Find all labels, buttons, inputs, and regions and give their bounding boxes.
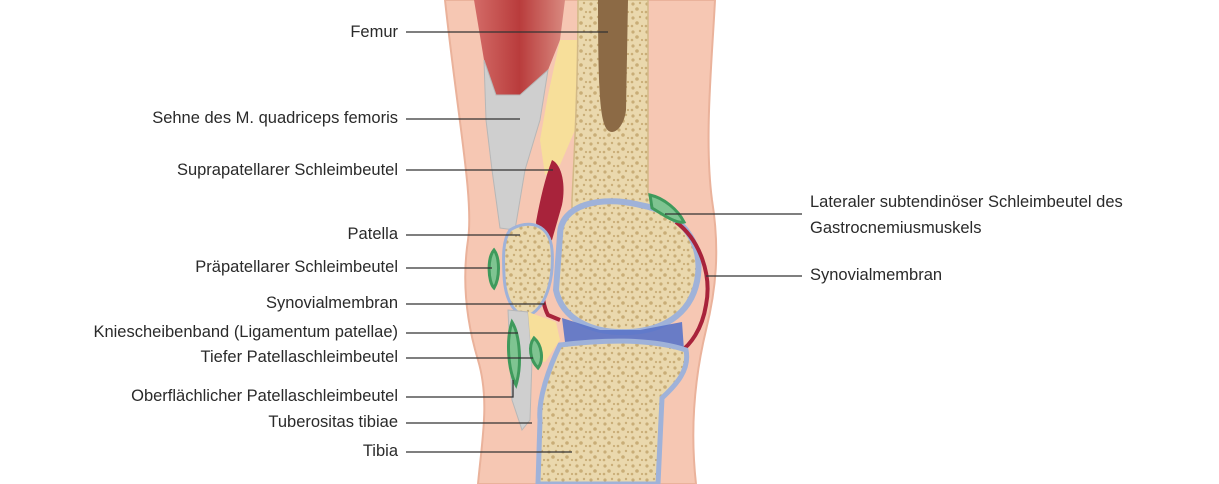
label-synovial-membrane-left: Synovialmembran [266,293,398,313]
label-gastrocnemius-bursa-line2: Gastrocnemiusmuskels [810,218,981,238]
label-suprapatellar-bursa: Suprapatellarer Schleimbeutel [177,160,398,180]
label-quadriceps-tendon: Sehne des M. quadriceps femoris [152,108,398,128]
label-tibial-tuberosity: Tuberositas tibiae [268,412,398,432]
femur-marrow [598,0,628,132]
label-patella: Patella [348,224,398,244]
prepatellar-bursa-shape [489,250,498,288]
label-deep-infrapatellar-bursa: Tiefer Patellaschleimbeutel [201,347,398,367]
label-femur: Femur [350,22,398,42]
label-patellar-ligament: Kniescheibenband (Ligamentum patellae) [93,322,398,342]
label-prepatellar-bursa: Präpatellarer Schleimbeutel [195,257,398,277]
label-superficial-infrapatellar-bursa: Oberflächlicher Patellaschleimbeutel [131,386,398,406]
label-gastrocnemius-bursa-line1: Lateraler subtendinöser Schleimbeutel de… [810,192,1123,212]
label-synovial-membrane-right: Synovialmembran [810,265,942,285]
label-tibia: Tibia [363,441,398,461]
